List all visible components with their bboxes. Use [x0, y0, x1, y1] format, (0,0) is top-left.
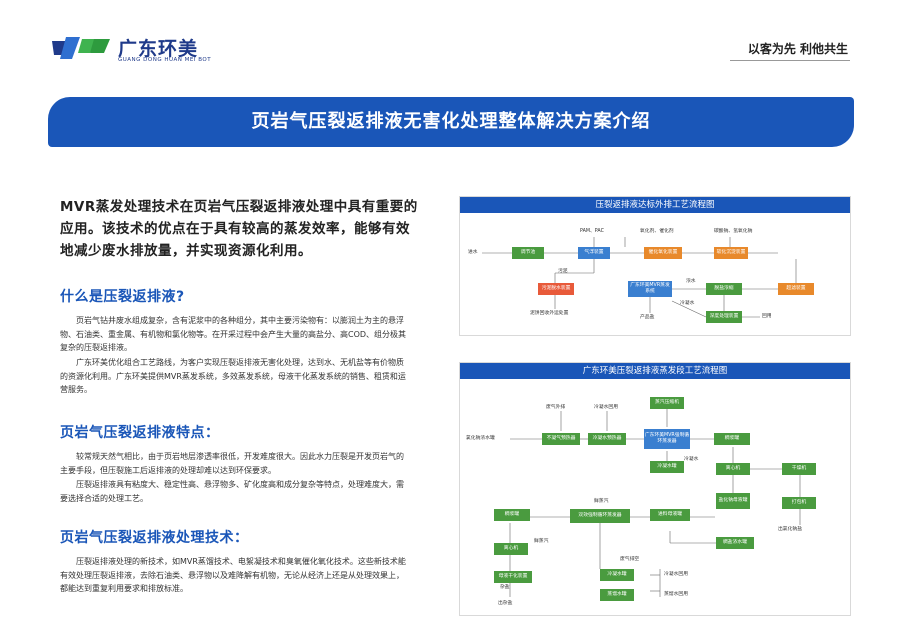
page-title: 页岩气压裂返排液无害化处理整体解决方案介绍 [251, 111, 651, 132]
flow2-node: 进料母液罐 [650, 509, 690, 521]
flow2-node: 离心机 [494, 543, 528, 555]
flow2-node: 双效强制循环蒸发器 [570, 509, 630, 523]
company-slogan: 以客为先 利他共生 [747, 42, 848, 56]
section-paragraph: 压裂返排液具有粘度大、稳定性高、悬浮物多、矿化度高和成分复杂等特点，处理难度大，… [60, 480, 404, 503]
company-logo-icon [52, 37, 110, 59]
flow2-label: 蒸馏水回用 [664, 592, 688, 597]
flow1-label: 氧化剂、催化剂 [640, 229, 674, 234]
flow2-node: 稠浆罐 [494, 509, 530, 521]
flowchart-title: 广东环美压裂返排液蒸发段工艺流程图 [460, 363, 850, 379]
flow2-node: 冷凝水罐 [650, 461, 684, 473]
flow2-node: 稠盐浓水罐 [716, 537, 754, 549]
flow2-node: 盐化钠母液罐 [716, 493, 750, 509]
flow2-node: 干燥机 [782, 463, 816, 475]
flow1-node: 软化沉淀装置 [714, 247, 748, 259]
flow2-node: 母液干化装置 [494, 571, 532, 583]
flow2-label: 废气排空 [620, 557, 640, 562]
flow2-node: 冷凝水罐 [600, 569, 634, 581]
section-paragraph: 页岩气钻井废水组成复杂，含有泥浆中的各种组分，其中主要污染物有：以膨润土为主的悬… [60, 316, 407, 352]
section-heading-what: 什么是压裂返排液? [60, 289, 185, 305]
flow1-label: 回用 [762, 314, 772, 319]
flow2-label: 出杂盐 [498, 601, 513, 606]
flow2-node: 蒸汽压缩机 [650, 397, 684, 409]
flow2-label: 氯化钠浓水罐 [466, 436, 495, 441]
flow2-label: 出氯化钠盐 [778, 527, 802, 532]
flow1-node: 调节池 [512, 247, 544, 259]
flow2-node: 稠浆罐 [714, 433, 750, 445]
section-heading-features: 页岩气压裂返排液特点： [60, 425, 220, 441]
section-heading-technology: 页岩气压裂返排液处理技术： [60, 530, 249, 546]
flow2-label: 杂盐 [500, 585, 510, 590]
flow2-node: 打包机 [782, 497, 816, 509]
slogan-divider [730, 60, 850, 61]
flow1-label: 污泥 [558, 269, 568, 274]
flow2-node: 蒸馏水罐 [600, 589, 634, 601]
flow2-node: 广东环美MVR强制循环蒸发器 [644, 429, 690, 449]
flow1-node: 气浮装置 [578, 247, 610, 259]
flow1-node: 深度处理装置 [706, 311, 742, 323]
flow1-label: 浓水 [686, 279, 696, 284]
flow2-label: 冷凝水回用 [664, 572, 688, 577]
section-paragraph: 广东环美优化组合工艺路线，为客户实现压裂返排液无害化处理，达到水、无机盐等有价物… [60, 358, 406, 394]
flow2-node: 冷凝水预热器 [588, 433, 626, 445]
section-paragraph: 较常规天然气相比，由于页岩地层渗透率很低，开发难度很大。因此水力压裂是开发页岩气… [60, 452, 404, 475]
flow1-node: 催化氧化装置 [644, 247, 682, 259]
flow1-label: PAM、PAC [580, 229, 604, 234]
brand-name-en: GUANG DONG HUAN MEI BOT [118, 57, 212, 63]
title-banner [48, 97, 854, 147]
flow1-label: 泥饼回收外运处置 [530, 311, 569, 316]
flow1-node: 超滤装置 [778, 283, 814, 295]
flow1-label: 进水 [468, 250, 478, 255]
discharge-flowchart: 压裂返排液达标外排工艺流程图 调节池 气浮装置 催化氧化装置 软化沉淀装置 超滤… [459, 196, 851, 336]
intro-lead: MVR蒸发处理技术在页岩气压裂返排液处理中具有重要的应用。该技术的优点在于具有较… [60, 199, 418, 259]
flow1-node: 广东环美MVR蒸发系统 [628, 281, 672, 297]
section-paragraph: 压裂返排液处理的新技术，如MVR蒸馏技术、电絮凝技术和臭氧催化氧化技术。这些新技… [60, 557, 406, 593]
flow1-label: 产品盐 [640, 315, 655, 320]
brand-name-cn: 广东环美 [118, 38, 199, 60]
flow2-node: 离心机 [716, 463, 750, 475]
flowchart-connectors [482, 237, 797, 318]
evaporation-flowchart: 广东环美压裂返排液蒸发段工艺流程图 [459, 362, 851, 616]
flow1-node: 脱盐浓缩 [706, 283, 742, 295]
flow2-label: 冷凝水 [684, 457, 699, 462]
flow2-node: 不凝气预热器 [542, 433, 580, 445]
flow2-label: 冷凝水回用 [594, 405, 618, 410]
flow1-node: 污泥脱水装置 [538, 283, 574, 295]
flow2-label: 鲜蒸汽 [534, 539, 549, 544]
flowchart-title: 压裂返排液达标外排工艺流程图 [460, 197, 850, 213]
flow2-label: 废气外排 [546, 405, 566, 410]
flowchart-connectors [509, 409, 801, 597]
flow2-label: 鲜蒸汽 [594, 499, 609, 504]
flow1-label: 碳酸钠、氢氧化钠 [714, 229, 753, 234]
flow1-label: 冷凝水 [680, 301, 695, 306]
